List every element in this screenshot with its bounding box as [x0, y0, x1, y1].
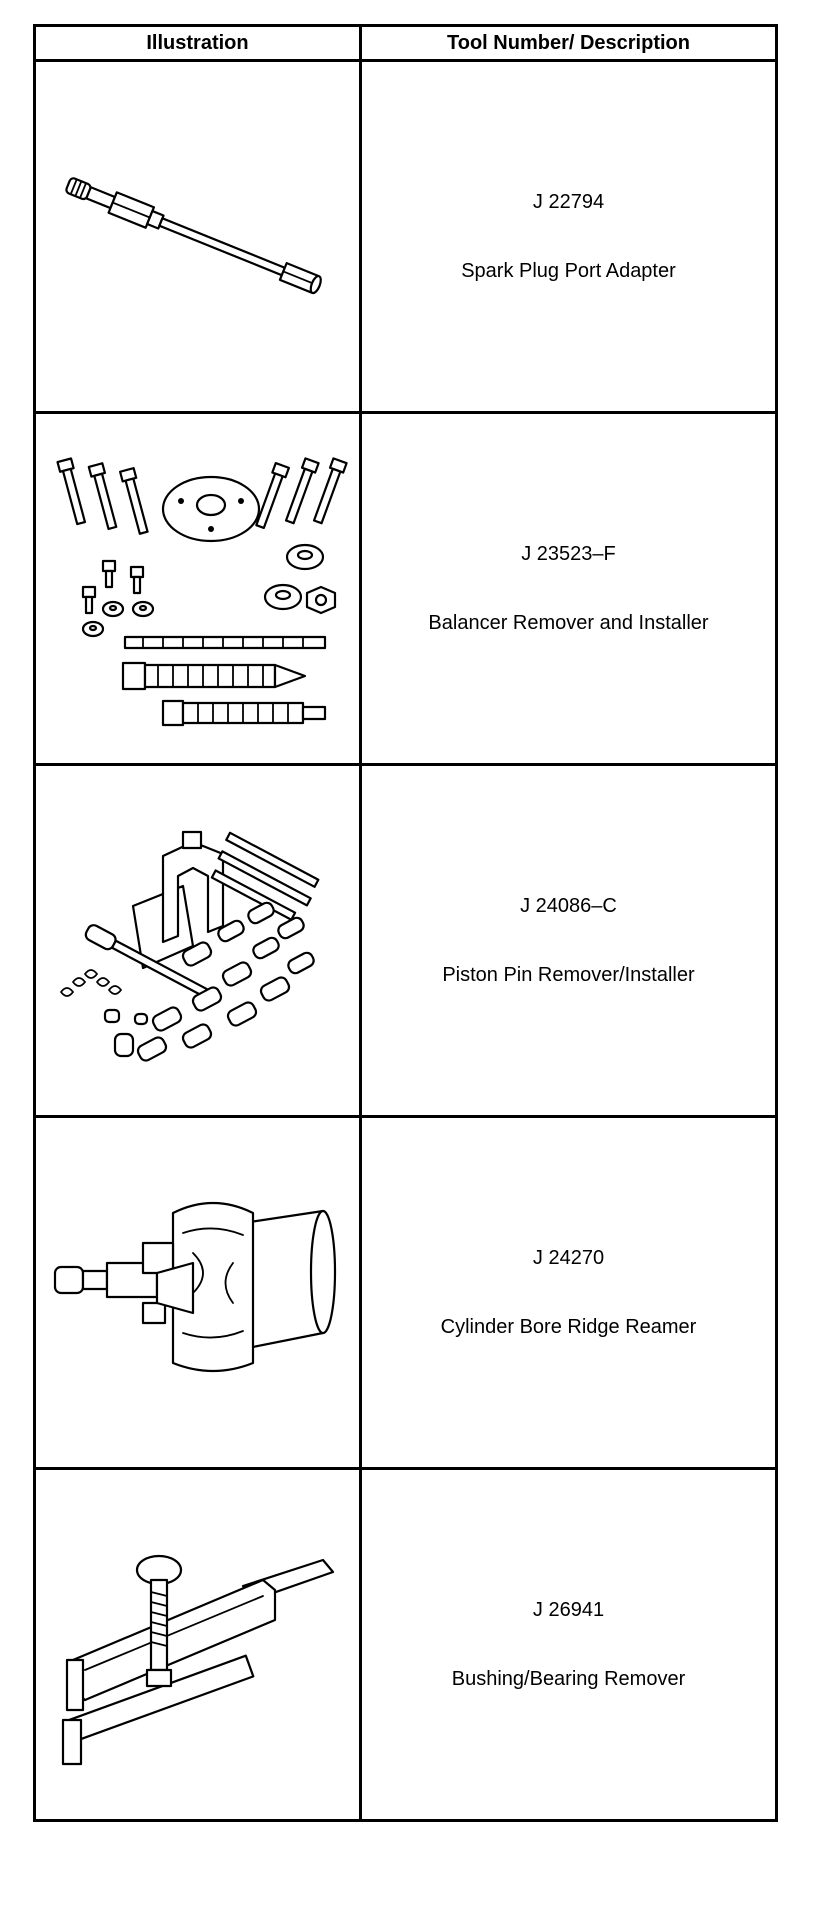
tool-number: J 26941: [532, 1598, 605, 1621]
illustration-cell: [33, 1115, 362, 1470]
table-row: J 23523–F Balancer Remover and Installer: [33, 411, 778, 766]
tool-number: J 22794: [532, 190, 605, 213]
illustration-cell: [33, 763, 362, 1118]
description-cell: J 26941 Bushing/Bearing Remover: [359, 1467, 778, 1822]
piston-pin-remover-installer-illustration: [59, 830, 319, 1062]
spark-plug-port-adapter-illustration: [64, 176, 322, 294]
table-header-row: Illustration Tool Number/ Description: [33, 24, 778, 62]
illustration-cell: [33, 1467, 362, 1822]
cylinder-bore-ridge-reamer-illustration: [53, 1201, 336, 1372]
tool-description: Bushing/Bearing Remover: [451, 1667, 686, 1690]
header-illustration: Illustration: [33, 24, 362, 62]
description-cell: J 24270 Cylinder Bore Ridge Reamer: [359, 1115, 778, 1470]
tool-description: Spark Plug Port Adapter: [461, 259, 676, 282]
table-row: J 24270 Cylinder Bore Ridge Reamer: [33, 1115, 778, 1470]
description-cell: J 24086–C Piston Pin Remover/Installer: [359, 763, 778, 1118]
table-row: J 26941 Bushing/Bearing Remover: [33, 1467, 778, 1822]
bushing-bearing-remover-illustration: [61, 1554, 334, 1765]
balancer-remover-installer-illustration: [55, 456, 348, 726]
description-cell: J 22794 Spark Plug Port Adapter: [359, 59, 778, 414]
tools-table: Illustration Tool Number/ Description: [33, 24, 778, 1822]
tool-number: J 24270: [532, 1246, 605, 1269]
table-row: J 24086–C Piston Pin Remover/Installer: [33, 763, 778, 1118]
header-description: Tool Number/ Description: [359, 24, 778, 62]
description-cell: J 23523–F Balancer Remover and Installer: [359, 411, 778, 766]
illustration-cell: [33, 59, 362, 414]
tool-description: Balancer Remover and Installer: [428, 611, 709, 634]
illustration-cell: [33, 411, 362, 766]
tool-description: Piston Pin Remover/Installer: [442, 963, 695, 986]
tool-description: Cylinder Bore Ridge Reamer: [440, 1315, 697, 1338]
table-row: J 22794 Spark Plug Port Adapter: [33, 59, 778, 414]
tool-number: J 24086–C: [520, 894, 617, 917]
tool-number: J 23523–F: [521, 542, 616, 565]
